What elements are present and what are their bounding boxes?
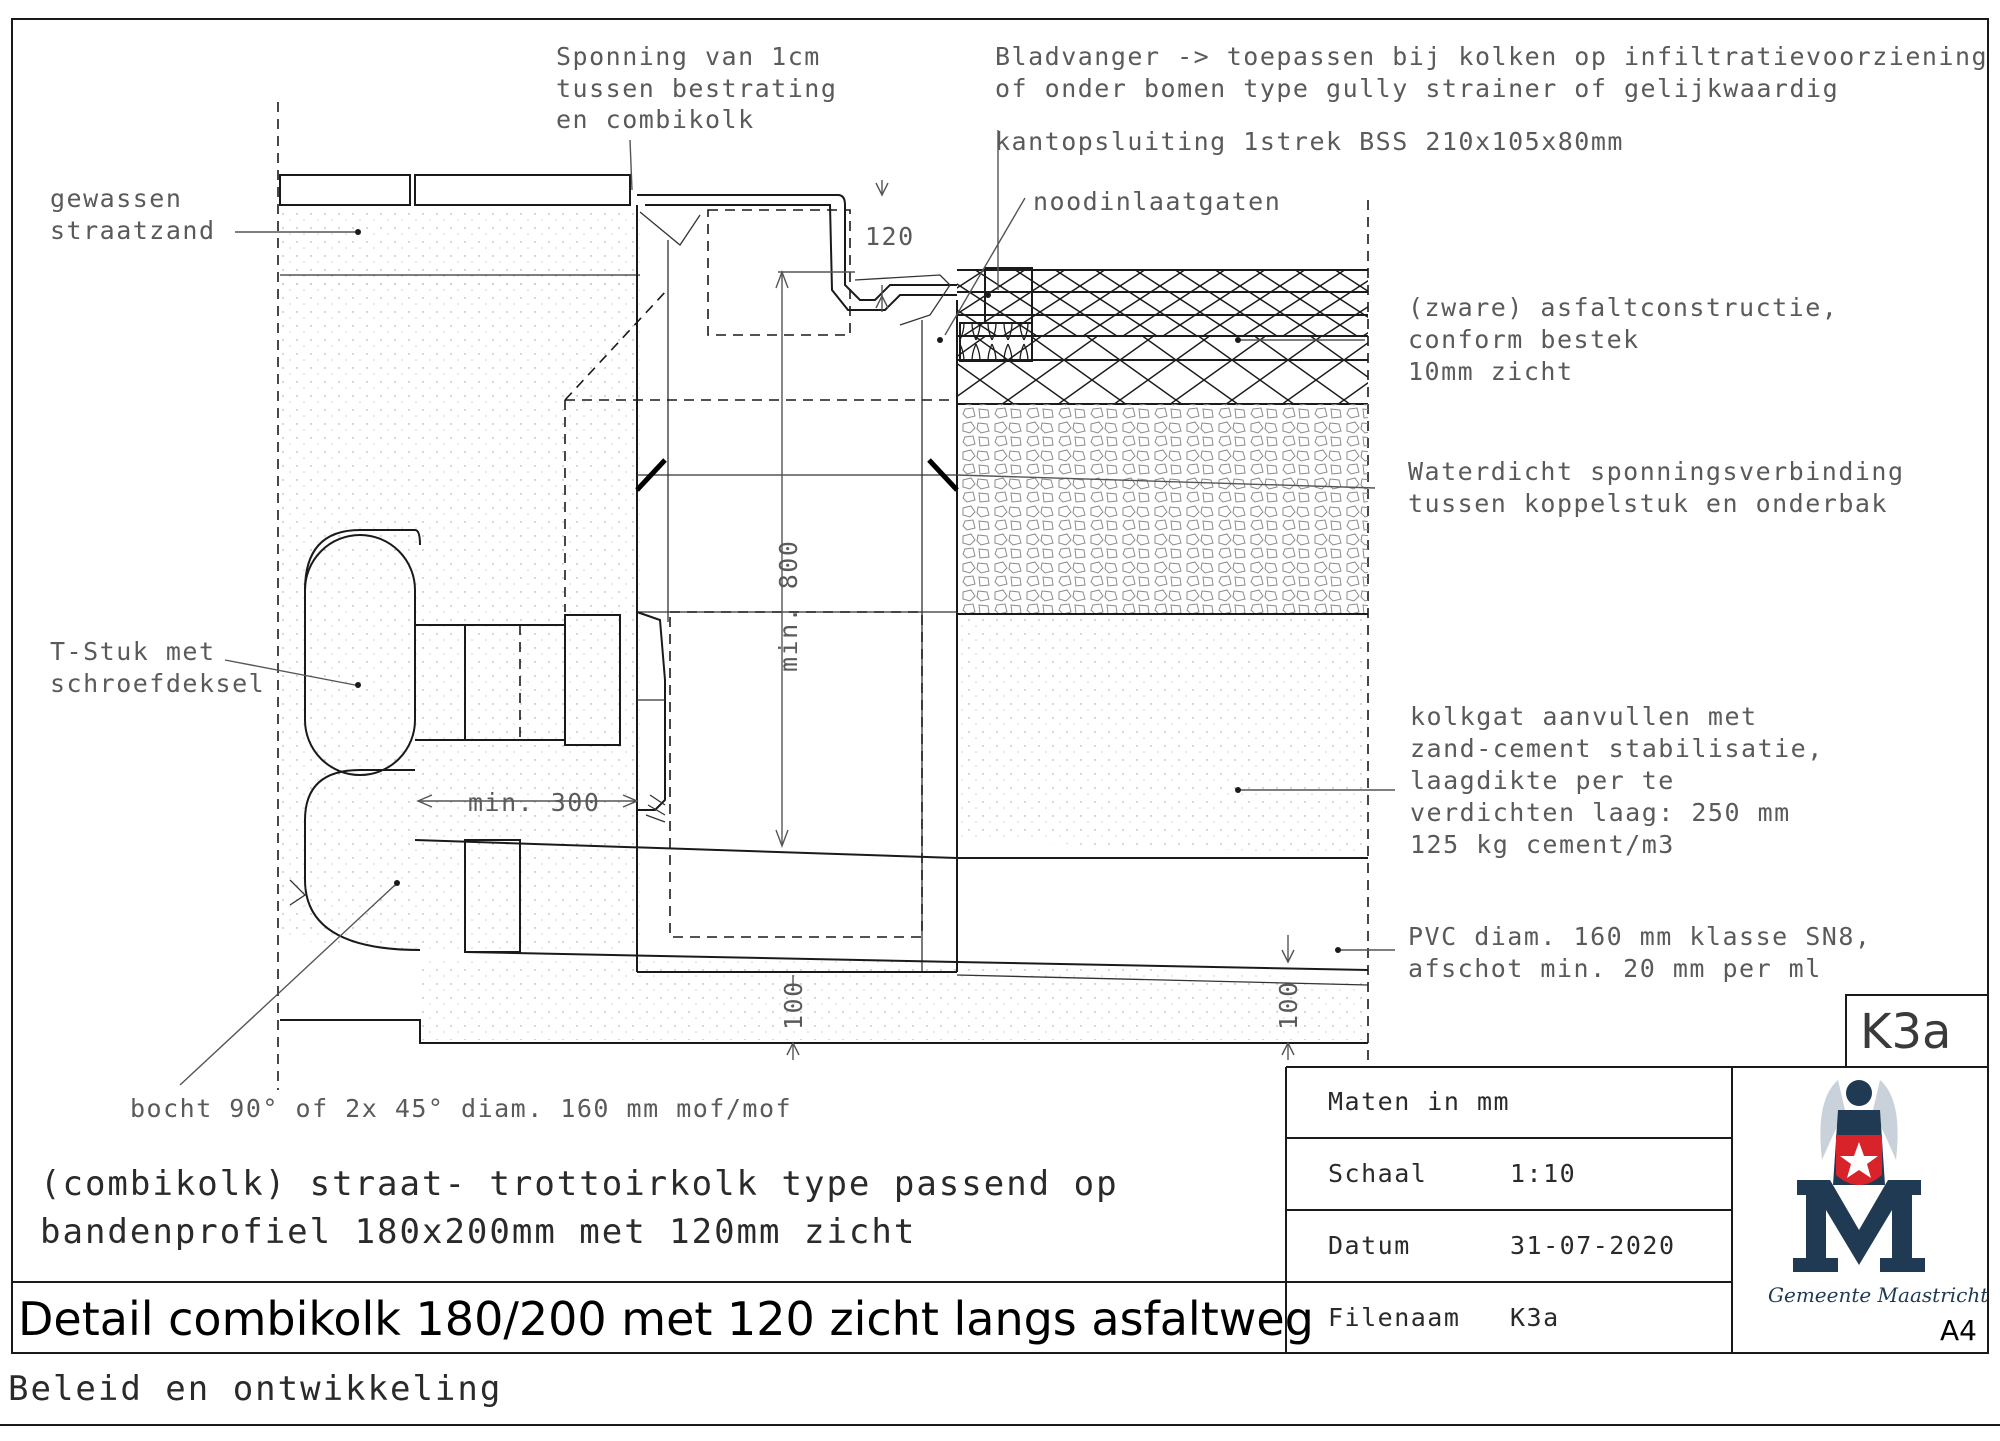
organisation-name: Gemeente Maastricht [1768, 1283, 1989, 1307]
paving-stones [279, 174, 640, 276]
annotation-sponningsverbinding: Waterdicht sponningsverbinding tussen ko… [1408, 457, 1905, 518]
gemeente-maastricht-logo: Gemeente Maastricht [1768, 1080, 1989, 1307]
label-asfalt-3: 10mm zicht [1408, 357, 1574, 386]
label-pvc-1: PVC diam. 160 mm klasse SN8, [1408, 922, 1871, 951]
label-kantopsluiting: kantopsluiting 1strek BSS 210x105x80mm [995, 127, 1624, 156]
label-straatzand-1: gewassen [50, 184, 182, 213]
maten-label: Maten in mm [1328, 1087, 1510, 1116]
label-sponningsverbinding-2: tussen koppelstuk en onderbak [1408, 489, 1888, 518]
annotation-kolkgat: kolkgat aanvullen met zand-cement stabil… [1410, 702, 1824, 859]
logo-m-letter [1793, 1180, 1925, 1272]
label-kolkgat-1: kolkgat aanvullen met [1410, 702, 1758, 731]
label-kolkgat-3: laagdikte per te [1410, 766, 1675, 795]
title-block: Detail combikolk 180/200 met 120 zicht l… [12, 994, 1989, 1353]
label-kolkgat-2: zand-cement stabilisatie, [1410, 734, 1824, 763]
annotation-tstuk: T-Stuk met schroefdeksel [50, 637, 265, 698]
combikolk-body [635, 194, 959, 973]
dimension-lines [416, 180, 1295, 1060]
drawing-frame [11, 18, 1989, 1354]
annotation-sponning: Sponning van 1cm tussen bestrating en co… [556, 42, 837, 134]
label-kolkgat-5: 125 kg cement/m3 [1410, 830, 1675, 859]
label-sponningsverbinding-1: Waterdicht sponningsverbinding [1408, 457, 1905, 486]
star-icon [1840, 1142, 1878, 1178]
dimension-100-right: 100 [1274, 980, 1303, 1030]
pipe-assembly [289, 529, 1369, 971]
label-asfalt-1: (zware) asfaltconstructie, [1408, 293, 1838, 322]
label-asfalt-2: conform bestek [1408, 325, 1640, 354]
label-sponning-1: Sponning van 1cm [556, 42, 821, 71]
label-bladvanger-2: of onder bomen type gully strainer of ge… [995, 74, 1839, 103]
drawing-code: K3a [1860, 1004, 1951, 1060]
label-tstuk-1: T-Stuk met [50, 637, 216, 666]
description-line-1: (combikolk) straat- trottoirkolk type pa… [40, 1164, 1119, 1204]
dimension-120: 120 [865, 222, 915, 251]
filenaam-label: Filenaam [1328, 1303, 1460, 1332]
label-pvc-2: afschot min. 20 mm per ml [1408, 954, 1822, 983]
annotation-bladvanger: Bladvanger -> toepassen bij kolken op in… [995, 42, 1988, 103]
drawing-title: Detail combikolk 180/200 met 120 zicht l… [18, 1292, 1314, 1346]
dimension-min-300: min. 300 [468, 788, 600, 817]
foundation-lines [280, 974, 1369, 1044]
description-line-2: bandenprofiel 180x200mm met 120mm zicht [40, 1212, 916, 1252]
label-noodinlaatgaten: noodinlaatgaten [1033, 187, 1281, 216]
label-sponning-3: en combikolk [556, 105, 755, 134]
dimension-min-800: min. 800 [774, 540, 803, 672]
schaal-value: 1:10 [1510, 1159, 1576, 1188]
kerb-block [959, 267, 1033, 362]
label-straatzand-2: straatzand [50, 216, 216, 245]
label-bladvanger-1: Bladvanger -> toepassen bij kolken op in… [995, 42, 1988, 71]
label-kolkgat-4: verdichten laag: 250 mm [1410, 798, 1791, 827]
datum-value: 31-07-2020 [1510, 1231, 1676, 1260]
asphalt-layers [957, 269, 1368, 615]
datum-label: Datum [1328, 1231, 1411, 1260]
schaal-label: Schaal [1328, 1159, 1427, 1188]
footer-department: Beleid en ontwikkeling [8, 1369, 502, 1409]
annotation-straatzand: gewassen straatzand [50, 184, 216, 245]
filenaam-value: K3a [1510, 1303, 1560, 1332]
dimension-100-left: 100 [779, 980, 808, 1030]
paper-size: A4 [1940, 1314, 1977, 1347]
label-sponning-2: tussen bestrating [556, 74, 837, 103]
annotation-pvc: PVC diam. 160 mm klasse SN8, afschot min… [1408, 922, 1871, 983]
label-tstuk-2: schroefdeksel [50, 669, 265, 698]
leader-lines [179, 130, 1395, 1086]
label-bocht: bocht 90° of 2x 45° diam. 160 mm mof/mof [130, 1094, 792, 1123]
sand-fill-areas [280, 210, 1368, 1040]
annotation-asfalt: (zware) asfaltconstructie, conform beste… [1408, 293, 1838, 386]
